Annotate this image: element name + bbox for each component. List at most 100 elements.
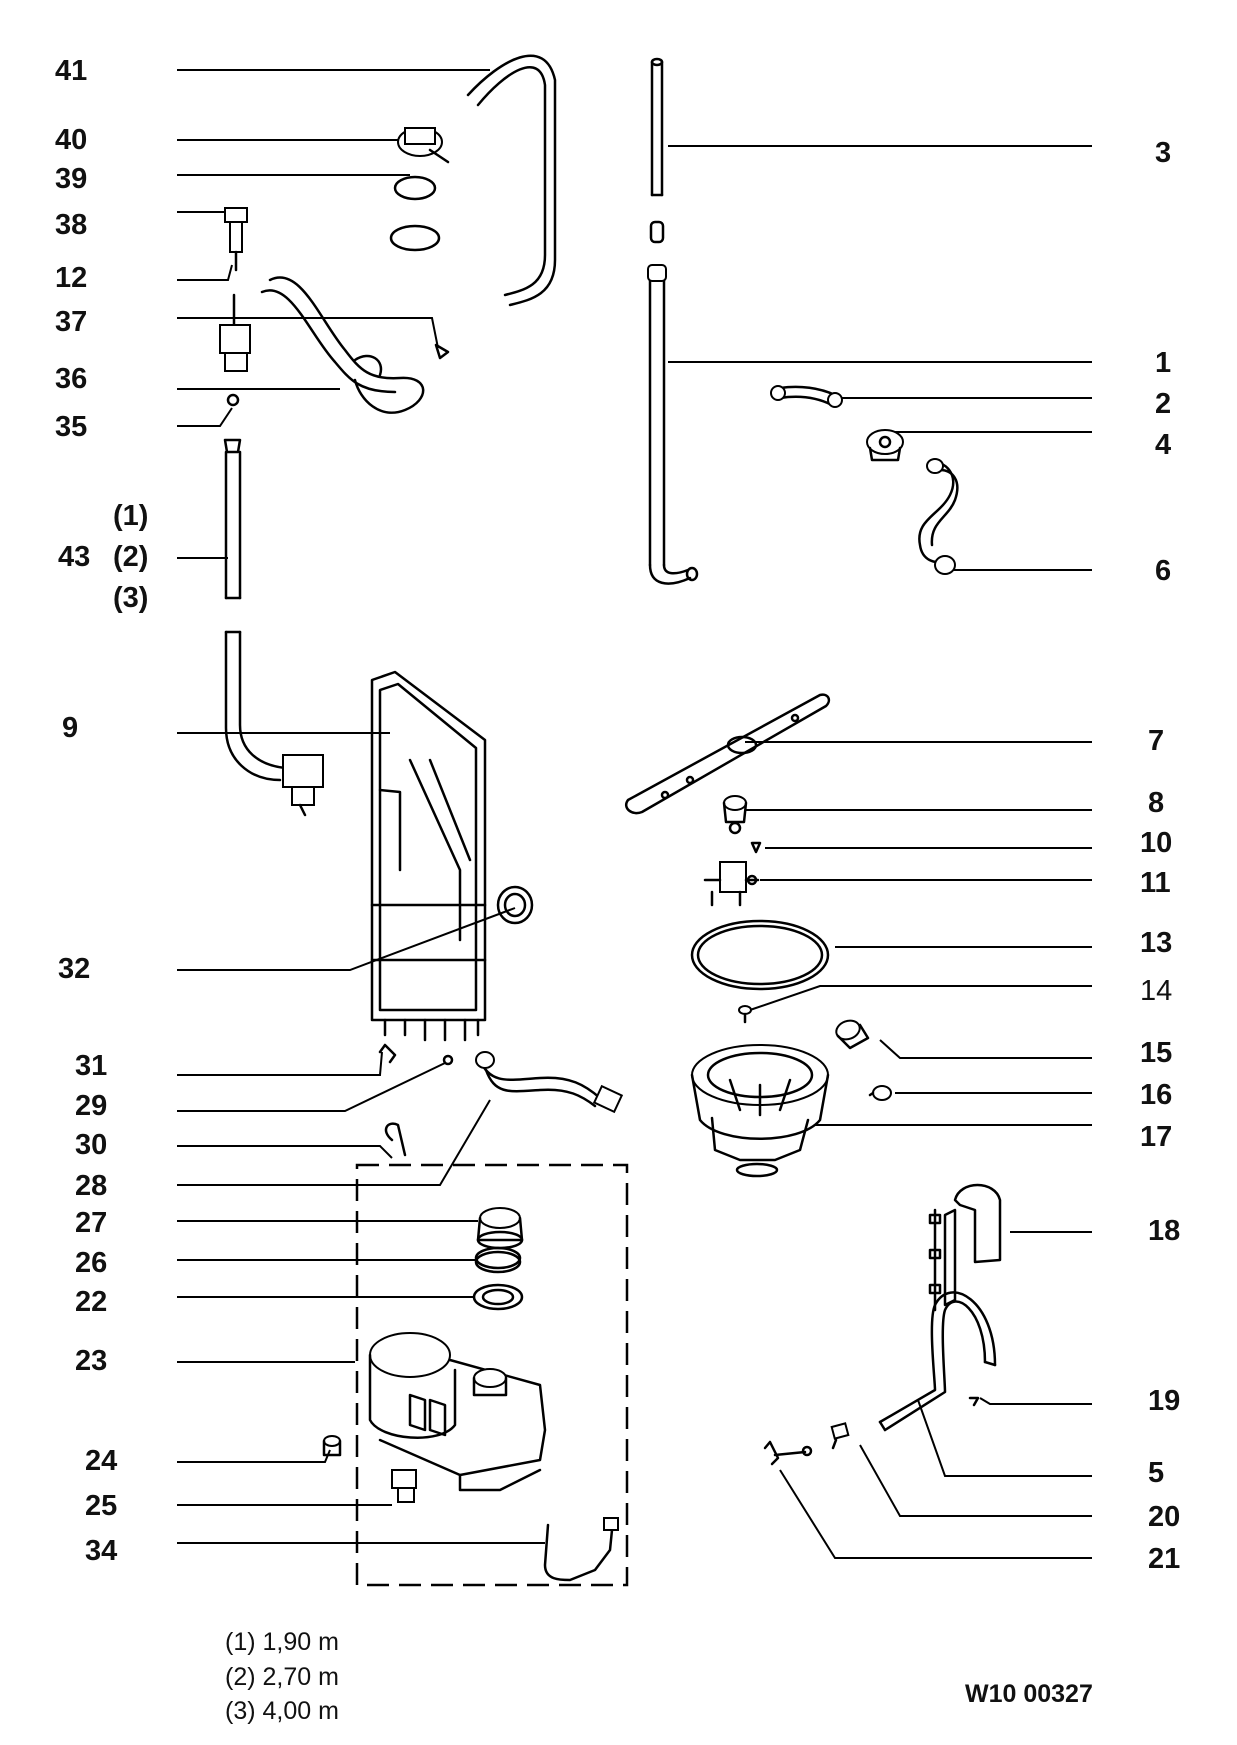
connector-20-icon [830,1422,850,1450]
ring-38-icon [389,224,441,252]
hose-28-icon [475,1051,624,1114]
screw-14-icon [738,1005,752,1024]
lower-left-small-parts [378,1043,624,1157]
label-25: 25 [85,1490,117,1522]
label-30: 30 [75,1129,107,1161]
note-length-3: (3) 4,00 m [225,1697,339,1725]
hose-41-icon [466,54,557,307]
label-39: 39 [55,163,87,195]
upper-left-parts [219,54,557,817]
label-13: 13 [1140,927,1172,959]
label-35: 35 [55,411,87,443]
right-leader-lines [668,145,1092,1559]
label-27: 27 [75,1207,107,1239]
label-16: 16 [1140,1079,1172,1111]
pipe-2-icon [770,385,843,408]
label-1: 1 [1155,347,1171,379]
variant-label-2: (2) [113,541,148,573]
valve-40-icon [397,127,450,164]
left-callout-labels: 41 40 39 38 12 37 36 35 43 9 32 31 29 30… [55,55,148,1567]
label-19: 19 [1148,1385,1180,1417]
label-5: 5 [1148,1457,1164,1489]
label-6: 6 [1155,555,1171,587]
plug-24-icon [322,1435,342,1457]
label-20: 20 [1148,1501,1180,1533]
label-26: 26 [75,1247,107,1279]
clamp-30-icon [384,1122,407,1157]
label-28: 28 [75,1170,107,1202]
filter-15-icon [835,1019,870,1050]
nut-4-icon [866,429,904,462]
length-notes: (1) 1,90 m (2) 2,70 m (3) 4,00 m [225,1628,339,1725]
label-7: 7 [1148,725,1164,757]
label-3: 3 [1155,137,1171,169]
label-41: 41 [55,55,87,87]
left-leader-lines [177,69,545,1544]
screw-21-icon [763,1440,813,1466]
connector-25-icon [391,1469,417,1503]
water-softener-panel-32-icon [370,670,534,1042]
label-24: 24 [85,1445,117,1477]
pipe-6-icon [918,458,959,575]
sump-17-icon [690,1044,830,1178]
hose-43-icon [223,438,242,600]
label-12: 12 [55,262,87,294]
note-length-2: (2) 2,70 m [225,1663,339,1691]
heater-11-icon [703,861,760,907]
gasket-13-icon [690,919,830,991]
connector-37-icon [219,293,251,372]
label-15: 15 [1140,1037,1172,1069]
tube-1-icon [647,264,699,585]
clip-19-icon [968,1396,980,1407]
label-8: 8 [1148,787,1164,819]
variant-label-3: (3) [113,582,148,614]
seal-22-icon [472,1283,524,1311]
variant-label-1: (1) [113,500,148,532]
label-37: 37 [55,306,87,338]
bracket-18-icon [928,1183,1002,1312]
cap-27-icon [476,1207,524,1250]
label-29: 29 [75,1090,107,1122]
label-2: 2 [1155,388,1171,420]
label-21: 21 [1148,1543,1180,1575]
label-40: 40 [55,124,87,156]
probe-38-icon [224,207,248,272]
softener-components [322,1207,619,1582]
softener-group-outline [355,1163,629,1587]
label-4: 4 [1155,429,1171,461]
label-10: 10 [1140,827,1172,859]
oring-29-icon [442,1054,454,1066]
spray-arm-bearing-8-icon [722,795,748,835]
label-31: 31 [75,1050,107,1082]
label-22: 22 [75,1286,107,1318]
inlet-valve-9-icon [224,630,324,817]
ring-26-icon [474,1246,522,1270]
label-11: 11 [1140,867,1171,899]
ring-39-icon [393,175,437,201]
hose-36-icon [268,276,425,414]
right-callout-labels: 3 1 2 4 6 7 8 10 11 13 14 15 16 17 18 19… [1140,137,1180,1575]
label-34: 34 [85,1535,117,1567]
label-9: 9 [62,712,78,744]
screw-37-icon [434,343,450,360]
label-14: 14 [1140,975,1172,1007]
clip-35-icon [226,393,240,407]
label-23: 23 [75,1345,107,1377]
tube-3-icon [649,57,665,244]
screw-10-icon [750,841,762,854]
label-32: 32 [58,953,90,985]
label-38: 38 [55,209,87,241]
label-18: 18 [1148,1215,1180,1247]
screw-16-icon [868,1085,892,1101]
clip-31-icon [378,1043,397,1064]
label-43: 43 [58,541,90,573]
label-36: 36 [55,363,87,395]
cable-34-icon [543,1523,614,1582]
label-17: 17 [1140,1121,1172,1153]
note-length-1: (1) 1,90 m [225,1628,339,1656]
upper-right-parts [647,57,959,585]
salt-container-23-icon [368,1332,547,1492]
spray-arm-7-icon [625,693,831,815]
drawing-code: W10 00327 [965,1680,1093,1708]
